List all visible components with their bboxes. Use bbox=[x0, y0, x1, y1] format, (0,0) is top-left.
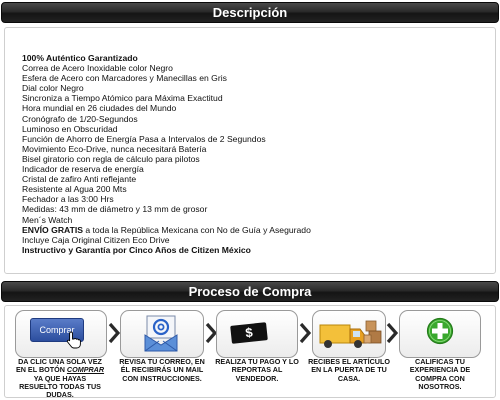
step-1-text: DA CLIC UNA SOLA VEZ EN EL BOTÓN COMPRAR… bbox=[14, 357, 106, 400]
plus-rating-icon bbox=[426, 317, 454, 345]
chevron-right-icon bbox=[299, 322, 311, 344]
description-line: Hora mundial en 26 ciudades del Mundo bbox=[22, 103, 492, 113]
description-line: ENVÍO GRATIS a toda la República Mexican… bbox=[22, 225, 492, 235]
description-line: Función de Ahorro de Energía Pasa a Inte… bbox=[22, 134, 492, 144]
description-line: Cronógrafo de 1/20-Segundos bbox=[22, 114, 492, 124]
description-line: Correa de Acero Inoxidable color Negro bbox=[22, 63, 492, 73]
description-line-text: Movimiento Eco-Drive, nunca necesitará B… bbox=[22, 143, 207, 154]
description-header: Descripción bbox=[1, 2, 499, 23]
description-line: Esfera de Acero con Marcadores y Manecil… bbox=[22, 73, 492, 83]
description-line-text: Bisel giratorio con regla de cálculo par… bbox=[22, 153, 200, 164]
description-line-text: Instructivo y Garantía por Cinco Años de… bbox=[22, 244, 251, 255]
hand-cursor-icon bbox=[66, 331, 81, 349]
description-line-text: Hora mundial en 26 ciudades del Mundo bbox=[22, 103, 177, 114]
description-line: Men´s Watch bbox=[22, 215, 492, 225]
description-line-text: a toda la República Mexicana con No de G… bbox=[82, 224, 311, 235]
step-1-text-post: YA QUE HAYAS RESUELTO TODAS TUS DUDAS. bbox=[19, 373, 101, 400]
description-line: Bisel giratorio con regla de cálculo par… bbox=[22, 154, 492, 164]
step-2-text: REVISA TU CORREO, EN ÉL RECIBIRÁS UN MAI… bbox=[119, 357, 205, 383]
description-line: Cristal de zafiro Anti reflejante bbox=[22, 174, 492, 184]
description-line-text: Medidas: 43 mm de diámetro y 13 mm de gr… bbox=[22, 204, 208, 215]
description-line-text: Cronógrafo de 1/20-Segundos bbox=[22, 113, 138, 124]
step-3-text: REALIZA TU PAGO Y LO REPORTAS AL VENDEDO… bbox=[215, 357, 299, 383]
chevron-right-icon bbox=[386, 322, 398, 344]
buy-button[interactable]: Comprar bbox=[30, 318, 84, 342]
buy-link-text[interactable]: COMPRAR bbox=[66, 365, 105, 375]
description-line-text: 100% Auténtico Garantizado bbox=[22, 53, 138, 63]
chevron-right-icon bbox=[108, 322, 120, 344]
description-title: Descripción bbox=[212, 5, 288, 20]
description-line: 100% Auténtico Garantizado bbox=[22, 53, 492, 63]
description-line-text: Luminoso en Obscuridad bbox=[22, 123, 118, 134]
description-line-text: Sincroniza a Tiempo Atómico para Máxima … bbox=[22, 93, 223, 104]
email-at-icon bbox=[144, 315, 178, 352]
description-line-text: Resistente al Agua 200 Mts bbox=[22, 184, 127, 195]
description-line: Dial color Negro bbox=[22, 83, 492, 93]
description-line: Indicador de reserva de energía bbox=[22, 164, 492, 174]
step-1-text-pre: DA CLIC UNA SOLA VEZ EN EL BOTÓN bbox=[15, 357, 102, 375]
description-line-text: Cristal de zafiro Anti reflejante bbox=[22, 174, 137, 185]
description-line: Instructivo y Garantía por Cinco Años de… bbox=[22, 245, 492, 255]
chevron-right-icon bbox=[205, 322, 217, 344]
description-line-text: Fechador a las 3:00 Hrs bbox=[22, 194, 114, 205]
description-line-text: ENVÍO GRATIS bbox=[22, 224, 83, 235]
description-line: Luminoso en Obscuridad bbox=[22, 124, 492, 134]
description-line-text: Dial color Negro bbox=[22, 83, 84, 94]
process-title: Proceso de Compra bbox=[188, 284, 312, 299]
description-line: Sincroniza a Tiempo Atómico para Máxima … bbox=[22, 93, 492, 103]
money-icon: $ bbox=[230, 322, 268, 344]
description-line: Resistente al Agua 200 Mts bbox=[22, 184, 492, 194]
description-line-text: Esfera de Acero con Marcadores y Manecil… bbox=[22, 73, 227, 84]
delivery-truck-icon bbox=[319, 320, 382, 348]
description-line: Incluye Caja Original Citizen Eco Drive bbox=[22, 235, 492, 245]
description-panel bbox=[4, 27, 496, 274]
description-line: Movimiento Eco-Drive, nunca necesitará B… bbox=[22, 144, 492, 154]
description-line-text: Men´s Watch bbox=[22, 214, 73, 225]
description-line: Medidas: 43 mm de diámetro y 13 mm de gr… bbox=[22, 204, 492, 214]
description-line-text: Función de Ahorro de Energía Pasa a Inte… bbox=[22, 133, 266, 144]
step-4-text: RECIBES EL ARTÍCULO EN LA PUERTA DE TU C… bbox=[308, 357, 390, 383]
svg-text:$: $ bbox=[245, 325, 255, 341]
step-5-text: CALIFICAS TU EXPERIENCIA DE COMPRA CON N… bbox=[409, 357, 471, 391]
description-line-text: Indicador de reserva de energía bbox=[22, 164, 144, 175]
description-line-text: Correa de Acero Inoxidable color Negro bbox=[22, 63, 173, 74]
process-header: Proceso de Compra bbox=[1, 281, 499, 302]
description-line: Fechador a las 3:00 Hrs bbox=[22, 194, 492, 204]
description-line-text: Incluye Caja Original Citizen Eco Drive bbox=[22, 234, 170, 245]
